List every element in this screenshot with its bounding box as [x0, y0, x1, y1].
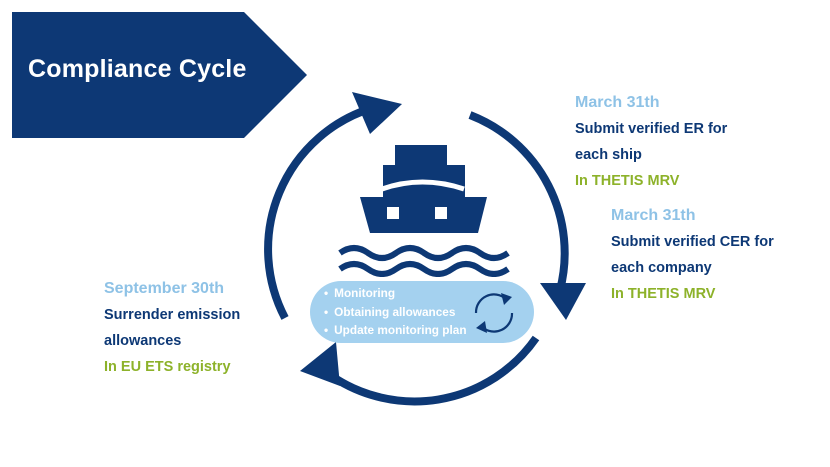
step-location: In THETIS MRV: [611, 286, 716, 302]
step-surrender-allowances: September 30th Surrender emission allowa…: [104, 276, 240, 380]
step-text: each ship: [575, 147, 642, 163]
title-banner: [12, 12, 307, 138]
step-text: Submit verified ER for: [575, 121, 728, 137]
waves-icon: [338, 245, 510, 277]
step-date: September 30th: [104, 280, 225, 297]
page-title: Compliance Cycle: [28, 55, 247, 83]
list-item: Update monitoring plan: [324, 321, 534, 340]
step-date: March 31th: [611, 207, 696, 224]
step-date: March 31th: [575, 94, 660, 111]
step-text: Surrender emission: [104, 307, 241, 323]
step-text: each company: [611, 260, 712, 276]
ongoing-tasks-list: Monitoring Obtaining allowances Update m…: [310, 281, 534, 340]
step-text: allowances: [104, 333, 182, 349]
step-cer-submission: March 31th Submit verified CER for each …: [611, 203, 774, 307]
step-location: In EU ETS registry: [104, 359, 231, 375]
step-location: In THETIS MRV: [575, 173, 680, 189]
list-item: Obtaining allowances: [324, 303, 534, 322]
step-er-submission: March 31th Submit verified ER for each s…: [575, 90, 727, 194]
list-item: Monitoring: [324, 284, 534, 303]
ongoing-tasks-panel: Monitoring Obtaining allowances Update m…: [310, 281, 534, 343]
ship-icon: [360, 145, 487, 233]
refresh-arrows-icon: [474, 293, 514, 333]
step-text: Submit verified CER for: [611, 234, 774, 250]
